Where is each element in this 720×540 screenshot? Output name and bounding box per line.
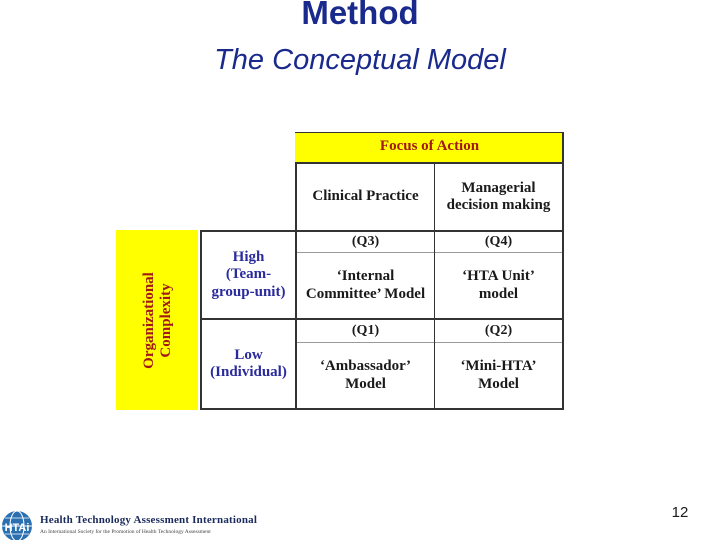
globe-logo-icon: HTAi <box>2 510 32 540</box>
quadrant-code-q1: (Q1) <box>351 322 380 338</box>
quadrant-name-hta-unit: ‘HTA Unit’ model <box>462 268 535 302</box>
grid-line <box>200 230 202 410</box>
quadrant-code-q4: (Q4) <box>484 233 513 249</box>
focus-of-action-label: Focus of Action <box>379 138 480 155</box>
grid-line <box>200 230 564 232</box>
organization-name: Health Technology Assessment Internation… <box>40 514 258 526</box>
slide-subtitle: The Conceptual Model <box>214 44 506 76</box>
logo-text: HTAi <box>5 522 30 534</box>
grid-line <box>295 162 564 164</box>
quadrant-code-q3: (Q3) <box>351 233 380 249</box>
grid-line <box>295 252 564 253</box>
grid-line <box>200 318 564 320</box>
column-header-clinical-practice: Clinical Practice <box>312 188 419 205</box>
organization-tagline: An International Society for the Promoti… <box>40 529 211 535</box>
slide-title: Method <box>301 0 419 31</box>
quadrant-code-q2: (Q2) <box>484 322 513 338</box>
grid-line <box>295 132 564 133</box>
quadrant-name-ambassador: ‘Ambassador’ Model <box>319 358 412 392</box>
quadrant-name-mini-hta: ‘Mini-HTA’ Model <box>460 358 537 392</box>
grid-line <box>295 162 297 410</box>
conceptual-model-matrix: Focus of Action Clinical Practice Manage… <box>116 132 564 410</box>
page-number: 12 <box>671 504 689 521</box>
row-header-high: High (Team- group-unit) <box>211 249 286 300</box>
grid-line <box>562 132 564 410</box>
quadrant-name-internal-committee: ‘Internal Committee’ Model <box>305 268 426 302</box>
column-header-managerial-decision-making: Managerial decision making <box>446 179 551 213</box>
focus-of-action-band <box>295 132 564 162</box>
organizational-complexity-band <box>116 230 198 410</box>
grid-line <box>434 162 435 410</box>
row-header-low: Low (Individual) <box>210 346 287 380</box>
grid-line <box>295 342 564 343</box>
grid-line <box>200 408 564 410</box>
